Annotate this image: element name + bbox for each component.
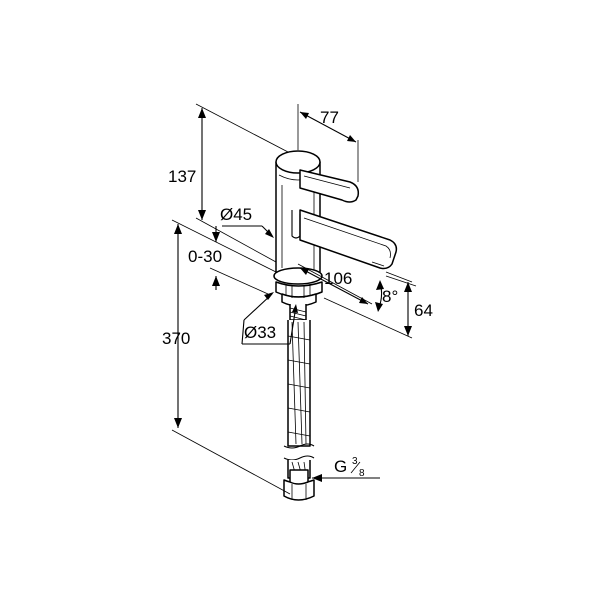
label-thread-numerator: 3 (352, 456, 358, 467)
lever-handle (299, 169, 360, 203)
label-thread-denominator: 8 (359, 468, 365, 479)
label-spout-reach: 106 (324, 269, 352, 288)
label-countertop-range: 0-30 (188, 247, 222, 266)
supply-hose (283, 304, 315, 479)
dim-thread-leader (312, 474, 380, 482)
dim-base-diameter-leader (222, 225, 274, 238)
label-spout-height: 64 (414, 301, 433, 320)
dim-spout-height-line (404, 282, 412, 336)
base-rings (273, 267, 323, 307)
body-slot (291, 210, 301, 239)
dim-countertop-line (212, 226, 220, 290)
label-base-diameter: Ø45 (220, 205, 252, 224)
extension-lines (171, 103, 417, 495)
dim-handle-offset-line (299, 111, 357, 143)
label-handle-offset: 77 (320, 108, 339, 127)
label-thread-prefix: G (334, 457, 347, 476)
dim-spout-angle-arc (375, 280, 384, 312)
dim-upper-height-line (198, 108, 206, 220)
label-total-height: 370 (162, 329, 190, 348)
label-spout-angle: 8° (382, 287, 398, 306)
dim-shank-diameter-leader (241, 292, 298, 345)
label-upper-height: 137 (168, 167, 196, 186)
hose-nut (283, 469, 315, 501)
dim-total-height-line (174, 224, 182, 428)
label-shank-diameter: Ø33 (244, 323, 276, 342)
dim-spout-reach-line (299, 267, 369, 305)
spout (299, 209, 398, 270)
label-thread-size: G 3 8 (334, 456, 365, 479)
